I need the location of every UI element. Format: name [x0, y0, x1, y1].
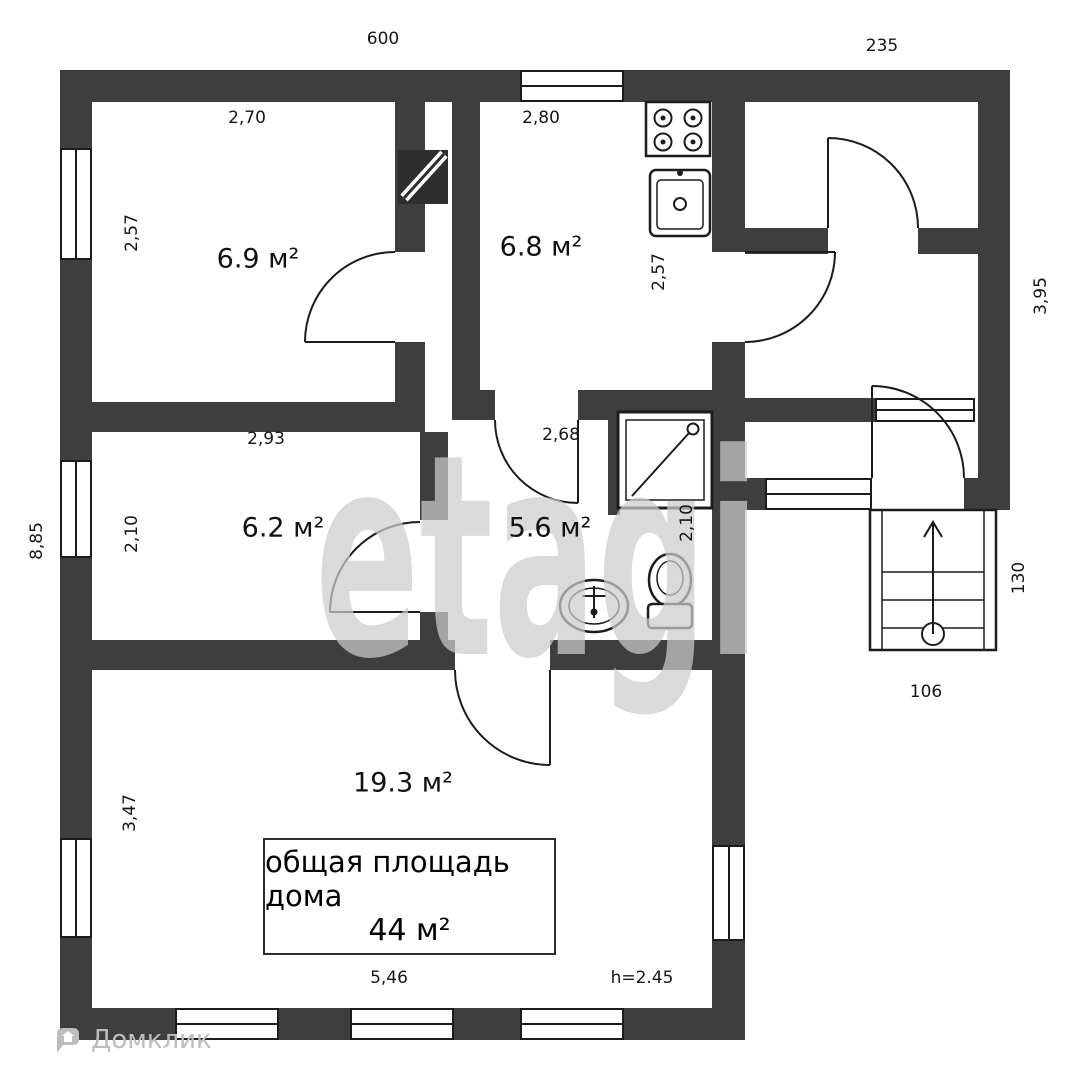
total-area-value: 44 м²: [368, 913, 451, 948]
room2-area-label: 6.8 м²: [499, 231, 583, 263]
window-bottom-2: [350, 1008, 454, 1040]
dim-room2-h: 2,57: [649, 253, 669, 291]
wall-wing-right: [978, 102, 1010, 510]
dim-wing-h: 3,95: [1031, 277, 1051, 315]
door-arc-wing-inner: [827, 137, 919, 229]
wall-middle-bottom: [60, 640, 745, 670]
room1-area-label: 6.9 м²: [216, 243, 300, 275]
furnace-icon: [398, 150, 448, 204]
ceiling-height-note: h=2.45: [610, 968, 674, 988]
total-area-box: общая площадь дома 44 м²: [263, 838, 556, 955]
dim-room4-h: 2,10: [677, 504, 697, 542]
dim-room2-w: 2,80: [522, 108, 560, 128]
wall-room1-bottom: [60, 402, 425, 432]
door-arc-room5: [454, 669, 551, 766]
room5-area-label: 19.3 м²: [353, 767, 453, 799]
window-top: [520, 70, 624, 102]
shower-icon: [616, 410, 714, 510]
window-left-3: [60, 838, 92, 938]
door-opening-room5: [455, 640, 550, 670]
washbasin-icon: [558, 578, 630, 634]
window-bottom-1: [175, 1008, 279, 1040]
wall-kitchen-left: [452, 102, 480, 420]
door-opening-room1: [395, 252, 425, 342]
dim-porch-w: 106: [909, 682, 943, 702]
door-arcs: [304, 137, 965, 766]
dim-porch-h: 130: [1009, 561, 1029, 595]
wall-wing-inner-mid: [745, 398, 875, 422]
window-left-1: [60, 148, 92, 260]
dim-room5-w: 5,46: [370, 968, 408, 988]
door-opening-room3: [420, 520, 448, 612]
room3-area-label: 6.2 м²: [241, 512, 325, 544]
kitchen-sink-icon: [648, 168, 712, 238]
window-vestibule: [875, 398, 975, 422]
stove-icon: [644, 100, 712, 158]
dim-room4-w: 2,68: [542, 425, 580, 445]
domclick-logo: Домклик: [52, 1024, 212, 1056]
door-arc-kitchen-wing: [744, 251, 836, 343]
total-area-caption: общая площадь дома: [265, 845, 510, 913]
toilet-icon: [646, 552, 694, 630]
door-opening-kitchen: [495, 390, 578, 420]
dim-room1-h: 2,57: [122, 214, 142, 252]
room4-area-label: 5.6 м²: [508, 512, 592, 544]
door-arc-kitchen: [494, 419, 579, 504]
door-arc-entrance: [871, 385, 965, 479]
door-opening-wing-inner: [828, 228, 918, 254]
window-wing-bottom: [765, 478, 872, 510]
dim-left-total: 8,85: [27, 522, 47, 560]
dim-room5-h: 3,47: [120, 794, 140, 832]
stairs-up-arrow-icon: [868, 508, 998, 652]
dim-room1-w: 2,70: [228, 108, 266, 128]
dim-overall-width: 600: [366, 29, 400, 49]
dim-wing-width: 235: [865, 36, 899, 56]
domclick-logo-icon: [57, 1028, 79, 1053]
window-left-2: [60, 460, 92, 558]
window-right-room5: [712, 845, 745, 941]
dim-room3-h: 2,10: [122, 515, 142, 553]
door-opening-kitchen-wing: [712, 252, 745, 342]
door-arc-room3: [329, 521, 421, 613]
dim-room3-w: 2,93: [247, 429, 285, 449]
domclick-logo-text: Домклик: [91, 1025, 212, 1055]
door-arc-room1: [304, 251, 396, 343]
door-opening-entrance: [872, 478, 964, 510]
window-bottom-3: [520, 1008, 624, 1040]
